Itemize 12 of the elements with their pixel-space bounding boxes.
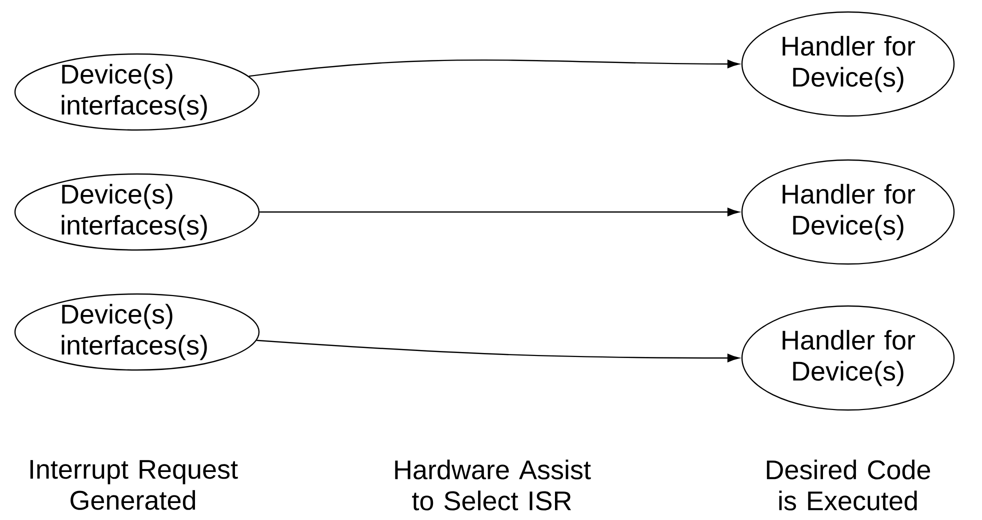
ellipse-node: Device(s) interfaces(s) <box>14 53 260 131</box>
stage-label: Desired Code is Executed <box>766 460 930 510</box>
ellipse-node: Device(s) interfaces(s) <box>14 173 260 251</box>
ellipse-node: Handler for Device(s) <box>741 305 955 411</box>
ellipse-node: Device(s) interfaces(s) <box>14 293 260 371</box>
arrow <box>248 59 740 77</box>
stage-label: Interrupt Request Generated <box>30 460 238 510</box>
ellipse-node: Handler for Device(s) <box>741 11 955 117</box>
ellipse-node: Handler for Device(s) <box>741 159 955 265</box>
stage-label: Hardware Assist to Select ISR <box>395 460 591 510</box>
arrow <box>260 208 740 216</box>
arrow <box>256 340 740 362</box>
